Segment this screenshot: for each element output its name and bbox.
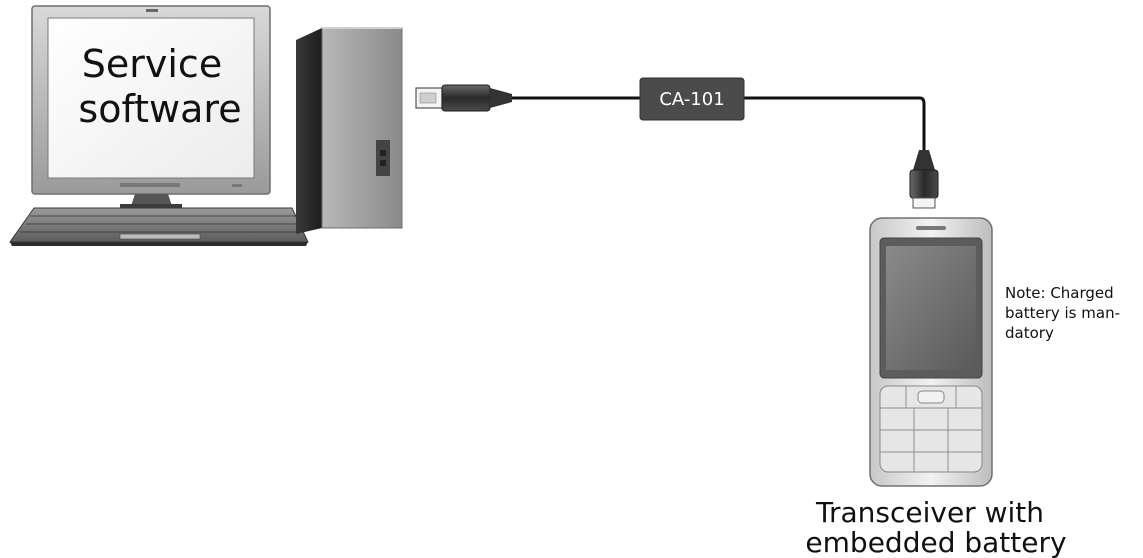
computer: [9, 5, 403, 246]
note-line1: Note: Charged: [1005, 284, 1114, 302]
mobile-phone: [869, 217, 993, 487]
note-line2: battery is man-: [1005, 304, 1120, 322]
pc-tower: [296, 27, 403, 234]
usb-cable: [415, 84, 939, 209]
cable-adapter: [639, 77, 745, 121]
device-caption-line1: Transceiver with: [815, 496, 1044, 529]
micro-usb-plug: [909, 150, 939, 209]
monitor: [31, 5, 271, 195]
screen-label-line1: Service: [82, 42, 222, 86]
cable-label: CA-101: [659, 89, 724, 110]
usb-a-plug: [415, 84, 512, 112]
nav-key: [917, 390, 945, 404]
keyboard: [9, 207, 309, 246]
note-line3: datory: [1005, 324, 1054, 342]
screen-label-line2: software: [78, 87, 241, 131]
monitor-stand: [120, 194, 182, 210]
device-caption-line2: embedded battery: [805, 526, 1066, 558]
